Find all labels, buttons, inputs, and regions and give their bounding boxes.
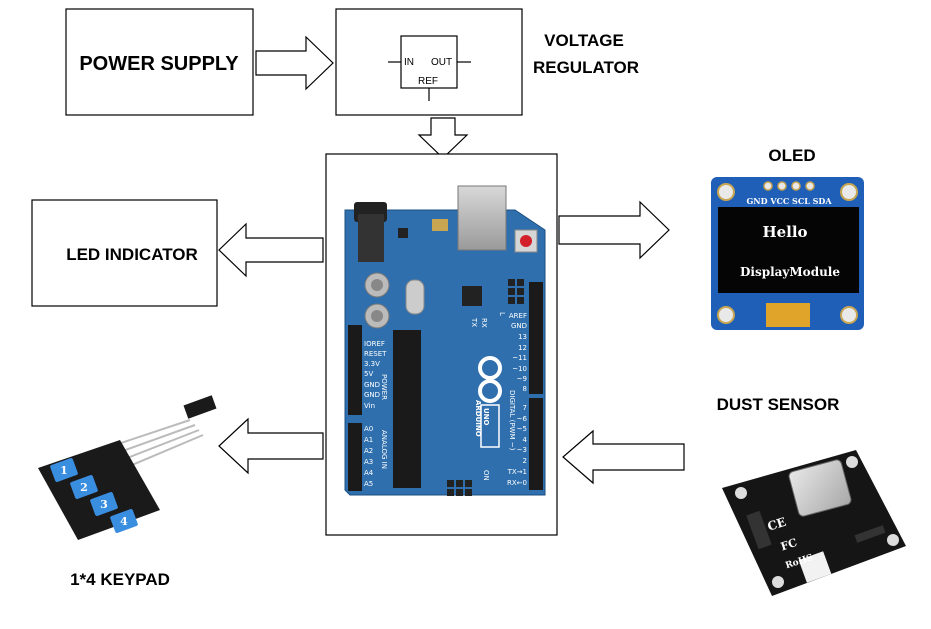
dust-sensor-module: CE FC RoHS (722, 450, 906, 596)
arrow-power-to-regulator (255, 35, 334, 91)
regulator-in-label: IN (404, 57, 414, 68)
digital-header-label: DIGITAL (PWM ~) (508, 390, 516, 451)
digital-pin-label: 13 (518, 333, 527, 341)
digital-pin-label: GND (511, 322, 527, 330)
analog-pin-label: A5 (364, 480, 373, 488)
analog-header-label: ANALOG IN (380, 430, 388, 469)
arrow-dust-sensor-to-arduino (562, 429, 685, 485)
arrow-arduino-to-led (218, 222, 324, 278)
power-pin-label: Vin (364, 402, 375, 410)
arduino-infinity-logo (478, 356, 502, 403)
dust-sensor-label: DUST SENSOR (717, 395, 840, 414)
arduino-tx-label: TX (470, 317, 478, 327)
regulator-ref-label: REF (418, 76, 438, 87)
digital-pin-label: ~9 (517, 375, 527, 383)
power-pin-label: 5V (364, 370, 373, 378)
digital-pin-label: ~6 (517, 415, 528, 423)
power-pin-label: IOREF (364, 340, 385, 348)
arduino-on-label: ON (482, 470, 490, 481)
digital-pin-label: ~3 (517, 446, 527, 454)
arrow-arduino-to-oled (558, 200, 670, 260)
digital-pin-label: 7 (523, 404, 527, 412)
voltage-regulator-block: IN OUT REF (335, 8, 523, 116)
power-pin-label: GND (364, 391, 380, 399)
keypad-keys: 1 2 3 4 (50, 458, 138, 533)
dust-sensor-ce-mark: CE (766, 515, 788, 534)
digital-pin-label: 2 (523, 457, 527, 465)
arduino-brand-label: ARDUINO (474, 400, 482, 437)
analog-pin-labels: A0 A1 A2 A3 A4 A5 ANALOG IN (364, 425, 388, 488)
oled-label: OLED (768, 146, 815, 165)
regulator-symbol: IN OUT REF (388, 35, 471, 101)
arrow-regulator-to-arduino (417, 117, 469, 159)
dust-sensor-fc-mark: FC (779, 536, 799, 554)
analog-pin-label: A0 (364, 425, 373, 433)
keypad-key-1: 1 (60, 464, 68, 477)
power-pin-label: RESET (364, 350, 387, 358)
digital-pin-label: AREF (509, 312, 527, 320)
power-pin-label: 3.3V (364, 360, 380, 368)
regulator-out-label: OUT (431, 57, 452, 68)
digital-pin-label: ~5 (517, 425, 527, 433)
voltage-regulator-label-line1: VOLTAGE (544, 31, 624, 50)
keypad-label: 1*4 KEYPAD (70, 570, 170, 589)
analog-pin-label: A1 (364, 436, 373, 444)
arduino-rx-label: RX (480, 318, 488, 328)
digital-pin-label: 12 (518, 344, 527, 352)
keypad-key-2: 2 (80, 481, 88, 494)
oled-screen-line1: Hello (762, 223, 807, 241)
voltage-regulator-label-line2: REGULATOR (533, 58, 639, 77)
led-indicator-label: LED INDICATOR (66, 245, 198, 264)
oled-screen-line2: DisplayModule (740, 265, 840, 279)
digital-pin-label: TX→1 (507, 468, 527, 476)
analog-pin-label: A2 (364, 447, 373, 455)
analog-pin-label: A4 (364, 469, 374, 477)
keypad-key-3: 3 (100, 498, 108, 511)
digital-pin-labels: AREF GND 13 12 ~11 ~10 ~9 8 7 ~6 ~5 4 ~3… (507, 312, 528, 487)
arduino-l-label: L (498, 312, 506, 316)
arrow-arduino-to-keypad (218, 417, 324, 475)
digital-pin-label: ~11 (512, 354, 527, 362)
arduino-model-label: UNO (482, 408, 490, 426)
power-supply-label: POWER SUPPLY (79, 53, 239, 75)
arduino-uno-board: ARDUINO UNO TX RX L ON IOREF RESET 3.3V … (344, 185, 546, 496)
oled-module: GND VCC SCL SDA Hello DisplayModule (711, 177, 864, 330)
power-pin-label: GND (364, 381, 380, 389)
keypad-module: 1 2 3 4 (38, 395, 217, 540)
digital-pin-label: ~10 (512, 365, 527, 373)
power-supply-block: POWER SUPPLY (65, 8, 254, 116)
oled-header-pins-label: GND VCC SCL SDA (746, 196, 832, 206)
digital-pin-label: 4 (523, 436, 528, 444)
led-indicator-block: LED INDICATOR (31, 199, 218, 307)
digital-pin-label: RX←0 (507, 479, 527, 487)
keypad-key-4: 4 (120, 515, 128, 528)
power-header-label: POWER (380, 374, 388, 400)
digital-pin-label: 8 (523, 385, 527, 393)
power-pin-labels: IOREF RESET 3.3V 5V GND GND Vin POWER (364, 340, 388, 410)
analog-pin-label: A3 (364, 458, 373, 466)
